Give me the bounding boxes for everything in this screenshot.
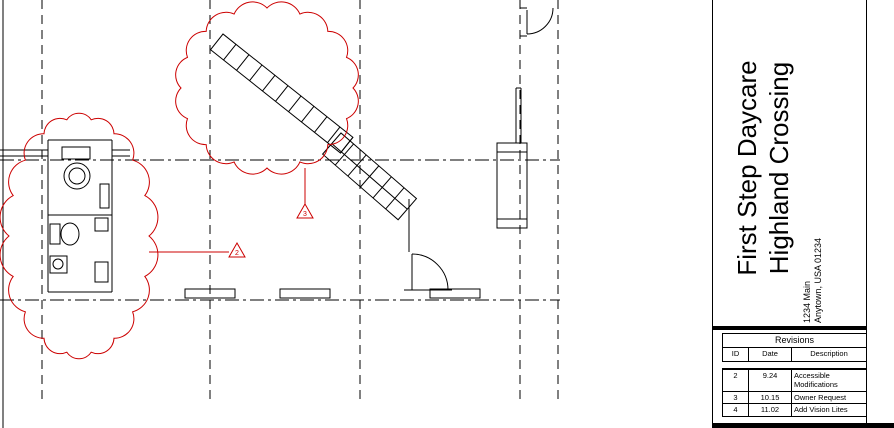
revision-description: Accessible Modifications xyxy=(794,371,838,390)
glazed-partition-upper xyxy=(209,33,354,154)
revisions-heavy-rule xyxy=(722,368,867,370)
lavatory-basin xyxy=(52,258,64,270)
revision-tag-number: 2 xyxy=(235,250,239,257)
revision-description: Owner Request xyxy=(794,392,847,402)
revision-date: 11.02 xyxy=(749,404,792,416)
door-top-right xyxy=(520,7,554,37)
sill xyxy=(429,288,481,299)
titleblock-right-border xyxy=(866,0,867,428)
toilet-tank xyxy=(49,223,61,245)
titleblock-left-border xyxy=(712,0,713,428)
revision-date: 9.24 xyxy=(749,370,792,391)
address-line1: 1234 Main xyxy=(802,280,812,323)
revision-tag-partition: 3 xyxy=(296,168,314,219)
project-title: First Step Daycare Highland Crossing xyxy=(731,3,795,333)
center-lines xyxy=(0,159,560,301)
sheet-bottom-border xyxy=(712,423,894,428)
lavatory xyxy=(49,255,68,274)
toilet-tank xyxy=(61,146,91,160)
titleblock-divider xyxy=(712,326,867,330)
toilet-bowl-inner xyxy=(68,167,86,185)
sill xyxy=(184,288,236,299)
revisions-table: Revisions ID Date Description 2 9.24 Acc… xyxy=(722,333,867,417)
revision-delta-icon xyxy=(228,241,246,258)
revisions-header-row: ID Date Description xyxy=(722,348,867,362)
revision-description: Add Vision Lites xyxy=(794,405,848,415)
project-address: 1234 Main Anytown, USA 01234 xyxy=(802,213,824,323)
glazed-partition-lower xyxy=(321,132,418,221)
window-sills xyxy=(184,288,481,299)
column-grid-lines xyxy=(41,0,559,402)
project-name-line2: Highland Crossing xyxy=(764,61,794,275)
sill xyxy=(279,288,331,299)
restroom-plan xyxy=(0,139,130,293)
revision-date: 10.15 xyxy=(749,391,792,404)
grab-bar xyxy=(99,183,110,209)
project-name-line1: First Step Daycare xyxy=(732,60,762,276)
revision-row: 3 10.15 Owner Request xyxy=(722,391,867,405)
revision-id: 3 xyxy=(723,391,749,404)
revisions-title: Revisions xyxy=(722,333,867,348)
toilet-bowl xyxy=(60,222,80,246)
revision-id: 2 xyxy=(723,370,749,391)
fixture xyxy=(94,217,109,232)
revision-cloud-partition xyxy=(175,1,359,175)
revision-tag-number: 3 xyxy=(303,211,307,218)
door-swing-arc xyxy=(411,253,449,291)
door-swing-arc xyxy=(526,7,554,35)
revisions-col-id: ID xyxy=(723,348,749,361)
fixture xyxy=(94,261,109,283)
revision-tag-restrooms: 2 xyxy=(149,241,246,258)
revision-clouds xyxy=(0,1,359,360)
door-bottom xyxy=(404,199,452,291)
revision-row: 2 9.24 Accessible Modifications xyxy=(722,370,867,392)
revisions-col-description: Description xyxy=(810,349,848,358)
revisions-col-date: Date xyxy=(749,348,792,361)
address-line2: Anytown, USA 01234 xyxy=(813,237,823,323)
toilet-bowl xyxy=(63,162,91,190)
door-frame-right xyxy=(496,87,528,229)
revision-cloud-restrooms xyxy=(0,112,159,360)
revision-id: 4 xyxy=(723,404,749,416)
revision-delta-icon xyxy=(296,202,314,219)
revision-row: 4 11.02 Add Vision Lites xyxy=(722,404,867,417)
